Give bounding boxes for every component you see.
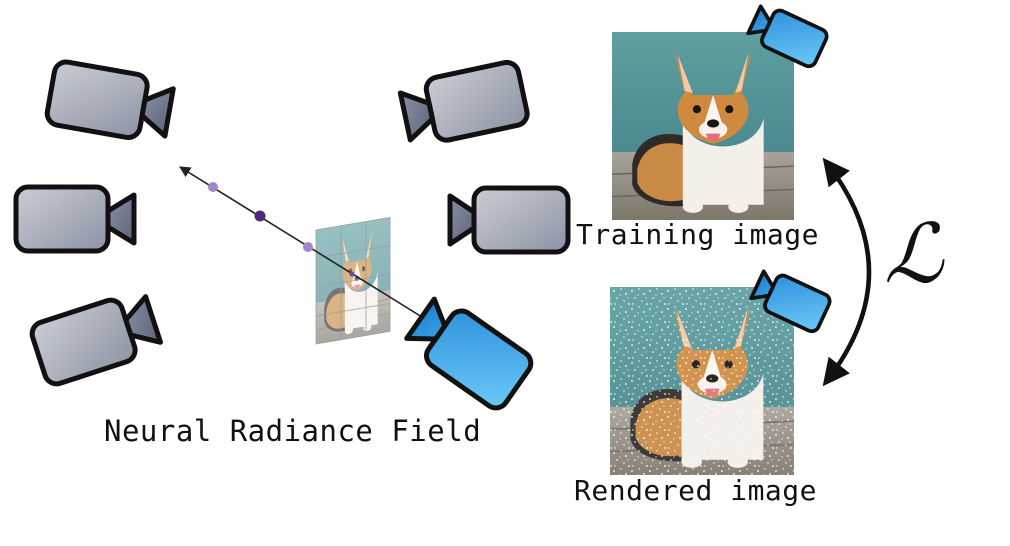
nerf-volume-grid <box>315 216 391 345</box>
video-camera-icon <box>404 296 534 411</box>
loss-symbol: ℒ <box>884 207 944 302</box>
training-image-caption: Training image <box>576 218 820 251</box>
ray-sample-point <box>303 242 313 252</box>
ray-sample-point <box>208 182 218 192</box>
nerf-caption: Neural Radiance Field <box>104 414 482 448</box>
video-camera-icon <box>44 59 176 141</box>
video-camera-icon <box>29 294 163 387</box>
training-image <box>612 32 794 220</box>
video-camera-icon <box>746 4 829 69</box>
ray-sample-point <box>349 271 355 277</box>
video-camera-icon <box>13 184 137 254</box>
video-camera-icon <box>447 185 571 255</box>
rendered-image-caption: Rendered image <box>574 474 818 507</box>
loss-double-arrow <box>822 157 872 387</box>
rendered-image <box>610 287 794 475</box>
ray-sample-point <box>254 210 266 222</box>
video-camera-icon <box>397 59 530 143</box>
